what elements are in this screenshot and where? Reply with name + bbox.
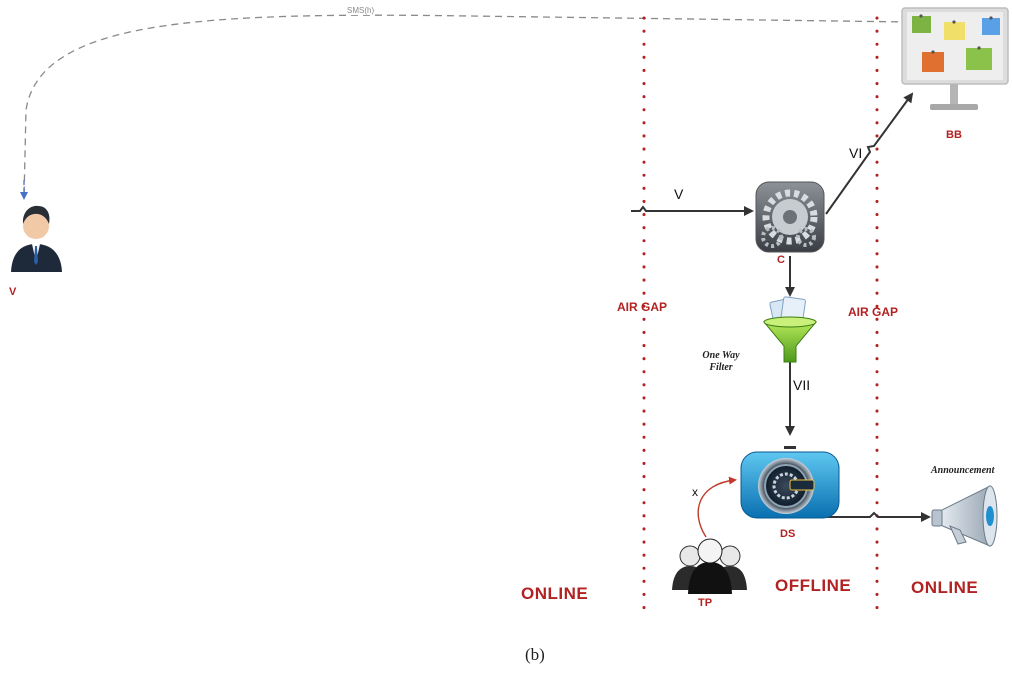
arrow-tp-blocked bbox=[697, 476, 737, 538]
third-party-group-icon bbox=[672, 538, 747, 594]
arrow-v-label: V bbox=[674, 186, 684, 202]
gears-icon bbox=[755, 181, 825, 253]
zone-online-right: ONLINE bbox=[911, 578, 979, 597]
air-gap-label-left: AIR GAP bbox=[617, 300, 668, 314]
server-c-label: C bbox=[777, 254, 785, 266]
zone-offline: OFFLINE bbox=[775, 576, 852, 595]
announcement-label: Announcement bbox=[931, 465, 995, 476]
bulletin-board-icon bbox=[901, 7, 1009, 110]
air-gap-label-right: AIR GAP bbox=[848, 305, 899, 319]
blocked-mark: x bbox=[692, 485, 698, 499]
funnel-filter-icon bbox=[762, 296, 818, 363]
arrow-vi bbox=[825, 92, 914, 215]
sms-connector bbox=[23, 14, 911, 199]
filter-label: One Way Filter bbox=[702, 350, 740, 373]
third-party-label: TP bbox=[698, 597, 713, 609]
bulletin-board-label: BB bbox=[946, 129, 962, 141]
megaphone-icon bbox=[931, 485, 998, 547]
arrow-ds-to-announcement bbox=[826, 511, 931, 522]
figure-caption: (b) bbox=[525, 645, 545, 664]
voter-person-icon bbox=[11, 205, 62, 272]
sms-label: SMS(h) bbox=[346, 6, 376, 15]
arrow-vi-label: VI bbox=[849, 145, 863, 161]
zone-online-left: ONLINE bbox=[521, 584, 589, 603]
voter-label: V bbox=[9, 286, 17, 298]
arrow-vii-label: VII bbox=[793, 377, 811, 393]
vault-icon bbox=[740, 446, 840, 519]
arrow-v bbox=[631, 205, 754, 216]
data-store-label: DS bbox=[780, 528, 796, 540]
